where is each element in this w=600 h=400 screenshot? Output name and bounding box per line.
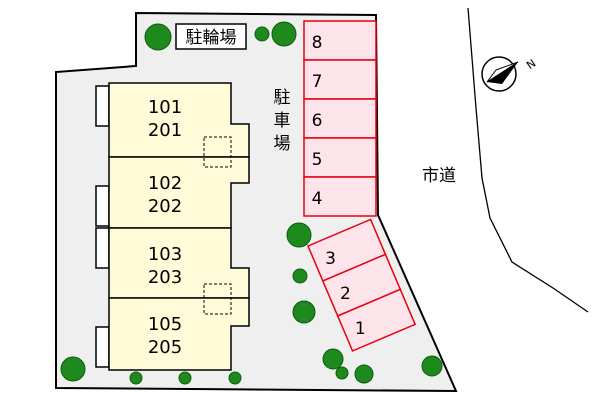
dashed-stair <box>203 283 232 315</box>
unit-label: 101 <box>148 97 182 118</box>
unit-label: 203 <box>148 267 182 288</box>
city-road-label: 市道 <box>422 166 456 186</box>
bicycle-parking-box <box>175 23 247 50</box>
parking-space <box>303 59 377 100</box>
tree-icon <box>354 364 374 384</box>
unit-label: 102 <box>148 173 182 194</box>
unit-label: 202 <box>148 196 182 217</box>
stair-nub <box>95 326 110 368</box>
parking-space-number: 2 <box>340 284 351 304</box>
parking-spaces-upper: 8 7 6 5 4 <box>303 20 377 217</box>
tree-icon <box>178 371 192 385</box>
tree-icon <box>286 222 312 248</box>
parking-space <box>303 98 377 139</box>
building-block: 101 201 102 202 103 203 105 205 <box>95 82 250 371</box>
north-mark-label: N <box>524 57 538 72</box>
car-parking-label-char: 駐 <box>274 88 291 108</box>
tree-icon <box>322 348 344 370</box>
north-arrow-icon: N <box>481 56 538 92</box>
road-edge-line <box>467 7 589 313</box>
stair-nub <box>95 227 110 269</box>
tree-icon <box>292 300 316 324</box>
unit-label: 201 <box>148 120 182 141</box>
bicycle-parking-label: 駐輪場 <box>186 28 237 48</box>
building-unit <box>108 297 250 371</box>
tree-icon <box>129 371 143 385</box>
dashed-stair <box>203 136 232 168</box>
tree-icon <box>335 366 349 380</box>
tree-icon <box>421 355 443 377</box>
unit-label: 103 <box>148 244 182 265</box>
tree-icon <box>60 356 86 382</box>
unit-label: 205 <box>148 337 182 358</box>
parking-space <box>303 137 377 178</box>
tree-icon <box>228 371 242 385</box>
tree-icon <box>292 268 308 284</box>
parking-space-number: 5 <box>312 150 323 170</box>
tree-icon <box>254 26 270 42</box>
parking-space-number: 6 <box>312 111 323 131</box>
trees <box>60 21 443 385</box>
parking-space-number: 4 <box>312 189 323 209</box>
stair-nub <box>95 85 110 127</box>
stair-nub <box>95 185 110 227</box>
parking-space-number: 7 <box>312 72 323 92</box>
parking-space-number: 1 <box>355 319 366 339</box>
parking-space-number: 8 <box>312 33 323 53</box>
car-parking-label-char: 場 <box>274 134 291 154</box>
car-parking-label-char: 車 <box>274 111 291 131</box>
parking-space-number: 3 <box>325 249 336 269</box>
parking-spaces-lower: 3 2 1 <box>307 218 417 352</box>
tree-icon <box>144 23 172 51</box>
parking-space <box>303 176 377 217</box>
unit-label: 105 <box>148 314 182 335</box>
parking-space <box>336 288 417 352</box>
tree-icon <box>271 21 297 47</box>
